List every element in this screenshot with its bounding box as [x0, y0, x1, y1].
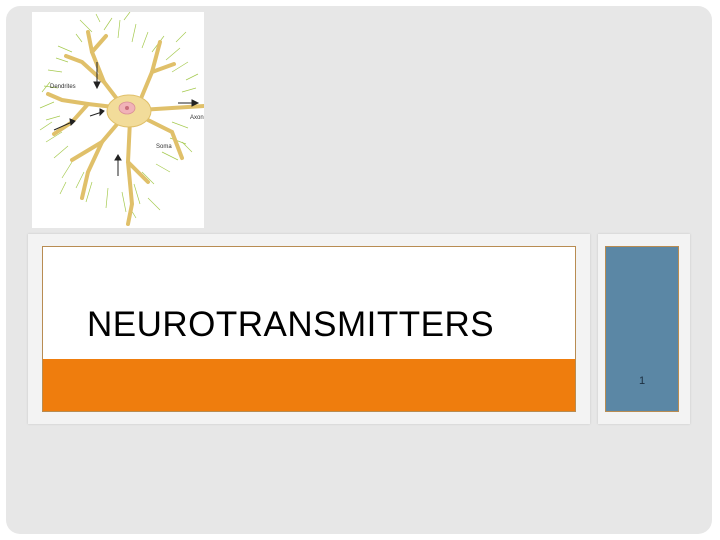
slide-number: 1 [638, 375, 646, 387]
neuron-illustration [39, 12, 204, 226]
accent-band [43, 359, 575, 411]
label-axon: Axon [190, 115, 204, 121]
label-soma: Soma [156, 144, 172, 150]
slide-number-panel: 1 [605, 246, 679, 412]
label-dendrites: Dendrites [50, 84, 76, 90]
title-card: NEUROTRANSMITTERS [42, 246, 576, 412]
slide-title: NEUROTRANSMITTERS [87, 305, 495, 344]
neuron-diagram: Dendrites Axon Soma [32, 12, 204, 228]
